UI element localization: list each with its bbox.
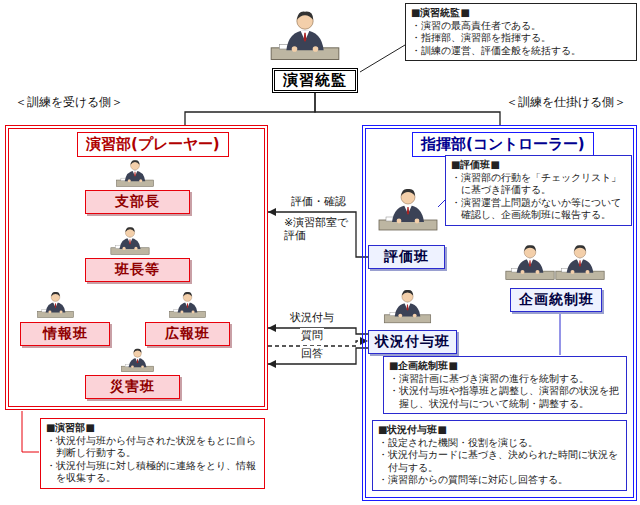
leader-line [438, 200, 445, 207]
note-callout: ■状況付与班■・設定された機関・役割を演じる。・状況付与カードに基づき、決められ… [372, 420, 627, 491]
callout-bullet: ・演習運営上問題がないか等について確認し、企画統制班に報告する。 [451, 197, 626, 222]
callout-heading: ■演習統監■ [411, 7, 631, 20]
callout-bullet: ・状況付与班から付与された状況をもとに自ら判断し行動する。 [46, 435, 259, 460]
box-label: 企画統制班 [519, 291, 594, 309]
situation-giver-figure [384, 290, 430, 323]
box-label: 支部長 [115, 193, 160, 211]
disaster-team-figure [121, 349, 153, 372]
box-label: 演習統監 [283, 71, 347, 90]
leader-figure [111, 227, 149, 254]
unit-box: 支部長 [85, 190, 190, 214]
supervisor-box: 演習統監 [272, 68, 358, 93]
leader-line [22, 411, 39, 452]
callout-bullet: ・指揮部、演習部を指揮する。 [411, 32, 631, 45]
player-frame: 演習部(プレーヤー) 支部長班長等情報班 広報班災害班 [5, 125, 268, 410]
connector-label: 評価・確認 [290, 194, 347, 209]
unit-box: 情報班 [20, 322, 110, 346]
callout-bullet: ・状況付与班や指導班と調整し、演習部の状況を把握し、状況付与について統制・調整す… [389, 385, 621, 410]
callout-bullet: ・状況付与班に対し積極的に連絡をとり、情報を収集する。 [46, 460, 259, 485]
note-callout: ■企画統制班■・演習計画に基づき演習の進行を統制する。・状況付与班や指導班と調整… [383, 356, 627, 414]
note-callout: ■演習統監■・演習の最高責任者である。・指揮部、演習部を指揮する。・訓練の運営、… [405, 3, 637, 61]
connector [185, 93, 315, 125]
box-label: 班長等 [115, 261, 160, 279]
unit-box: 企画統制班 [510, 288, 602, 312]
note-callout: ■評価班■・演習部の行動を「チェックリスト」に基づき評価する。・演習運営上問題が… [445, 155, 632, 226]
info-team-figure [38, 292, 74, 317]
side-label: ＜訓練を仕掛ける側＞ [506, 94, 626, 111]
callout-bullet: ・設定された機関・役割を演じる。 [378, 437, 621, 450]
box-label: 情報班 [43, 325, 88, 343]
box-label: 災害班 [110, 378, 155, 396]
callout-heading: ■状況付与班■ [378, 424, 621, 437]
unit-box: 班長等 [85, 258, 190, 282]
pr-team-figure [170, 292, 206, 317]
frame-heading: 指揮部(コントローラー) [412, 132, 594, 157]
callout-bullet: ・演習部からの質問等に対応し回答する。 [378, 474, 621, 487]
connector [315, 93, 500, 125]
unit-box: 評価班 [368, 245, 445, 269]
note-label: ※演習部室で評価 [284, 216, 354, 242]
callout-heading: ■演習部■ [46, 422, 259, 435]
leader-line [360, 45, 405, 72]
note-callout: ■演習部■・状況付与班から付与された状況をもとに自ら判断し行動する。・状況付与班… [40, 418, 265, 489]
frame-heading: 演習部(プレーヤー) [77, 132, 229, 157]
planner-figure [506, 245, 554, 279]
box-label: 広報班 [165, 325, 210, 343]
box-label: 評価班 [384, 248, 429, 266]
side-label: ＜訓練を受ける側＞ [15, 94, 123, 111]
connector-label: 回答 [300, 346, 324, 361]
unit-box: 広報班 [145, 322, 230, 346]
planner-figure [556, 245, 604, 279]
evaluator-figure [379, 189, 437, 230]
unit-box: 状況付与班 [368, 330, 457, 354]
branch-chief-figure [116, 160, 153, 186]
supervisor-figure [271, 12, 339, 60]
callout-bullet: ・演習部の行動を「チェックリスト」に基づき評価する。 [451, 172, 626, 197]
box-label: 状況付与班 [375, 333, 450, 351]
callout-bullet: ・訓練の運営、評価全般を統括する。 [411, 45, 631, 58]
controller-frame: 指揮部(コントローラー)■評価班■・演習部の行動を「チェックリスト」に基づき評価… [362, 125, 637, 501]
connector-label: 状況付与 [289, 310, 335, 325]
connector-label: 質問 [300, 328, 324, 343]
callout-bullet: ・演習計画に基づき演習の進行を統制する。 [389, 373, 621, 386]
callout-bullet: ・状況付与カードに基づき、決められた時間に状況を付与する。 [378, 449, 621, 474]
callout-bullet: ・演習の最高責任者である。 [411, 20, 631, 33]
callout-heading: ■企画統制班■ [389, 360, 621, 373]
callout-heading: ■評価班■ [451, 159, 626, 172]
connector [268, 212, 368, 257]
leader-line [560, 313, 561, 355]
unit-box: 災害班 [85, 375, 180, 399]
